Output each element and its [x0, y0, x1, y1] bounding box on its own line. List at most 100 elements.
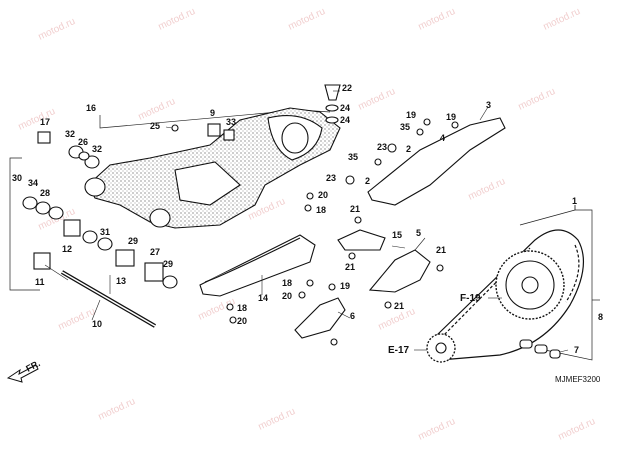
callout-22[interactable]: 22 — [342, 83, 352, 93]
callout-2a[interactable]: 2 — [406, 144, 411, 154]
bolt-21a — [354, 216, 362, 224]
callout-13[interactable]: 13 — [116, 276, 126, 286]
bushing-11 — [33, 252, 51, 270]
cover-6 — [294, 297, 346, 339]
callout-numbers: 1 2 2 3 4 5 6 7 8 9 10 11 12 13 14 15 16… — [12, 83, 603, 355]
callout-23a[interactable]: 23 — [377, 142, 387, 152]
bolt-20c — [298, 291, 306, 299]
callout-6[interactable]: 6 — [350, 311, 355, 321]
callout-5[interactable]: 5 — [416, 228, 421, 238]
grommet-23a — [387, 143, 397, 153]
section-references: F-19 E-17 — [388, 293, 502, 356]
callout-21c[interactable]: 21 — [436, 245, 446, 255]
swingarm — [84, 107, 341, 229]
callout-20b[interactable]: 20 — [237, 316, 247, 326]
callout-27[interactable]: 27 — [150, 247, 160, 257]
callout-16[interactable]: 16 — [86, 103, 96, 113]
rear-sprocket-hub — [521, 276, 539, 294]
callout-35b[interactable]: 35 — [348, 152, 358, 162]
callout-19a[interactable]: 19 — [406, 110, 416, 120]
callout-15[interactable]: 15 — [392, 230, 402, 240]
callout-33[interactable]: 33 — [226, 117, 236, 127]
bolt-18c — [306, 279, 314, 287]
section-ref-e17[interactable]: E-17 — [388, 345, 410, 356]
watermark-text: motod.ru — [467, 176, 507, 203]
callout-21b[interactable]: 21 — [345, 262, 355, 272]
bearing-26 — [78, 151, 90, 161]
callout-21d[interactable]: 21 — [394, 301, 404, 311]
collar-17 — [37, 131, 51, 144]
callout-28[interactable]: 28 — [40, 188, 50, 198]
callout-26[interactable]: 26 — [78, 137, 88, 147]
callout-18a[interactable]: 18 — [316, 205, 326, 215]
callout-7[interactable]: 7 — [574, 345, 579, 355]
fasteners — [171, 84, 459, 346]
front-sprocket — [426, 333, 456, 363]
chain-links-rear — [565, 244, 580, 303]
rear-sprocket — [495, 250, 565, 320]
collar-9 — [207, 123, 221, 137]
joint-plate-c — [549, 349, 561, 359]
ring-29b — [162, 275, 178, 289]
callout-18b[interactable]: 18 — [237, 303, 247, 313]
front-sprocket-hub — [435, 342, 447, 354]
callout-4[interactable]: 4 — [440, 133, 445, 143]
callout-2b[interactable]: 2 — [365, 176, 370, 186]
collar-35b — [374, 158, 382, 166]
callout-8[interactable]: 8 — [598, 312, 603, 322]
callout-35a[interactable]: 35 — [400, 122, 410, 132]
grommet-23b — [345, 175, 355, 185]
callout-9[interactable]: 9 — [210, 108, 215, 118]
callout-24b[interactable]: 24 — [340, 115, 350, 125]
callout-19b[interactable]: 19 — [446, 112, 456, 122]
callout-11[interactable]: 11 — [35, 277, 45, 287]
bolt-25 — [171, 124, 179, 132]
watermark-text: motod.ru — [17, 106, 57, 133]
chain-slider-body — [199, 234, 316, 297]
callout-20c[interactable]: 20 — [282, 291, 292, 301]
callout-21a[interactable]: 21 — [350, 204, 360, 214]
section-ref-f19[interactable]: F-19 — [460, 293, 481, 304]
front-arrow-icon — [6, 364, 39, 383]
callout-25[interactable]: 25 — [150, 121, 160, 131]
callout-17[interactable]: 17 — [40, 117, 50, 127]
callout-14[interactable]: 14 — [258, 293, 268, 303]
leader — [165, 126, 173, 129]
bolt-19a — [423, 118, 431, 126]
callout-10[interactable]: 10 — [92, 319, 102, 329]
leader — [91, 299, 101, 321]
callout-19c[interactable]: 19 — [340, 281, 350, 291]
callout-34[interactable]: 34 — [28, 178, 38, 188]
axle-highlight — [61, 271, 156, 327]
frame-line-30 — [9, 157, 40, 291]
callout-18c[interactable]: 18 — [282, 278, 292, 288]
callout-24a[interactable]: 24 — [340, 103, 350, 113]
callout-29a[interactable]: 29 — [128, 236, 138, 246]
callout-32a[interactable]: 32 — [65, 129, 75, 139]
covers — [294, 229, 431, 339]
watermark-text: motod.ru — [417, 6, 457, 33]
nut-24 — [325, 104, 339, 112]
bushing-12 — [63, 219, 81, 237]
front-direction-indicator: FR. — [6, 358, 42, 383]
callout-20a[interactable]: 20 — [318, 190, 328, 200]
callout-30[interactable]: 30 — [12, 173, 22, 183]
callout-29b[interactable]: 29 — [163, 259, 173, 269]
callout-23b[interactable]: 23 — [326, 173, 336, 183]
chain-guard-body — [367, 117, 506, 206]
watermark-text: motod.ru — [57, 306, 97, 333]
callout-3[interactable]: 3 — [486, 100, 491, 110]
callout-12[interactable]: 12 — [62, 244, 72, 254]
callout-1[interactable]: 1 — [572, 196, 577, 206]
seal-30 — [22, 196, 38, 210]
direction-label: FR. — [24, 358, 41, 374]
chain-joint — [519, 339, 561, 359]
watermark-text: motod.ru — [417, 416, 457, 443]
callout-31[interactable]: 31 — [100, 227, 110, 237]
callout-32b[interactable]: 32 — [92, 144, 102, 154]
leader — [414, 237, 426, 251]
watermark-text: motod.ru — [357, 86, 397, 113]
leader — [479, 106, 489, 121]
bushing-33 — [223, 129, 235, 141]
